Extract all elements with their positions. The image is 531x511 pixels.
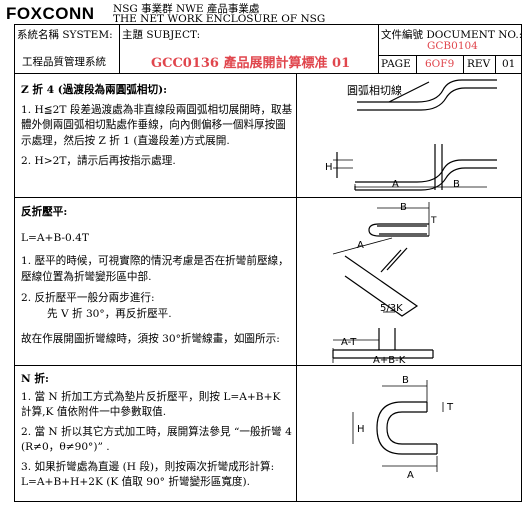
page-value: 6OF9: [425, 58, 455, 70]
formula: L=A+B-0.4T: [21, 231, 89, 244]
dimension-t-label: T: [430, 216, 437, 226]
section-title: 反折壓平:: [21, 206, 68, 218]
org-name-chinese: NSG 事業群 NWE 產品事業處: [113, 3, 260, 15]
dimension-b-label: B: [453, 179, 460, 190]
n-fold-diagram: B A T H: [352, 375, 454, 481]
dimension-a-label: A: [357, 240, 364, 251]
system-label: 系統名稱 SYSTEM:: [17, 29, 113, 41]
section-n-fold: N 折: 1. 當 N 折加工方式為墊片反折壓平，則按 L=A+B+K 計算,K…: [21, 372, 293, 491]
revision-label: REV: [467, 58, 491, 70]
company-logo: FOXCONN: [6, 4, 95, 23]
dimension-a-minus-t-label: A-T: [341, 337, 357, 348]
list-item: 1. H≦2T 段差過渡處為非直線段兩圓弧相切展開時，取基體外側兩圓弧相切點處作…: [21, 103, 293, 147]
list-item: 先 V 折 30°，再反折壓平.: [47, 307, 172, 320]
list-item: 1. 壓平的時候，可視實際的情況考慮是否在折彎前壓線，壓線位置為折彎變形區中部.: [21, 255, 289, 283]
dimension-b-label: B: [402, 375, 409, 386]
system-value: 工程品質管理系統: [22, 56, 106, 68]
section-title: Z 折 4 (過渡段為兩圓弧相切):: [21, 84, 168, 96]
dimension-t-label: T: [446, 402, 454, 413]
document-number-label: 文件編號 DOCUMENT NO.:: [381, 29, 523, 41]
document-number-value: GCB0104: [427, 40, 478, 52]
section-reverse-fold: 反折壓平: L=A+B-0.4T 1. 壓平的時候，可視實際的情況考慮是否在折彎…: [21, 205, 293, 348]
dimension-a-label: A: [392, 179, 399, 190]
dimension-5-3k-label: 5/3K: [380, 303, 403, 314]
dimension-h-label: H: [357, 424, 365, 435]
dimension-b-label: B: [400, 202, 407, 213]
list-item: 1. 當 N 折加工方式為墊片反折壓平，則按 L=A+B+K 計算,K 值依附件…: [21, 390, 281, 419]
dimension-a-label: A: [407, 470, 414, 481]
reverse-fold-diagram: B A T 5/3K A-T A+B-K: [332, 202, 437, 364]
page-label: PAGE: [381, 58, 411, 70]
dimension-h-label: H: [325, 162, 333, 173]
subject-value: GCC0136 產品展開計算標准 01: [151, 56, 351, 71]
list-item: 2. 當 N 折以其它方式加工時，展開算法參見 “一般折彎 4 (R≠0，θ≠9…: [21, 425, 292, 454]
section-title: N 折:: [21, 373, 49, 385]
arc-tangent-label: 圓弧相切線: [347, 83, 402, 97]
z-fold-diagram: 圓弧相切線 H A B: [325, 79, 497, 191]
list-item: 2. 反折壓平一般分兩步進行:: [21, 292, 155, 304]
list-item: 故在作展開圖折彎線時，須按 30°折彎線畫，如圖所示:: [21, 333, 280, 345]
subject-label: 主題 SUBJECT:: [122, 29, 201, 41]
revision-value: 01: [502, 58, 516, 70]
dimension-a-plus-b-minus-k-label: A+B-K: [373, 355, 406, 364]
list-item: 2. H>2T，請示后再按指示處理.: [21, 155, 176, 167]
list-item: 3. 如果折彎處為直邊 (H 段)，則按兩次折彎成形計算: L=A+B+H+2K…: [21, 460, 275, 489]
section-z-fold: Z 折 4 (過渡段為兩圓弧相切): 1. H≦2T 段差過渡處為非直線段兩圓弧…: [21, 83, 293, 170]
org-name-english: THE NET WORK ENCLOSURE OF NSG: [113, 13, 326, 25]
